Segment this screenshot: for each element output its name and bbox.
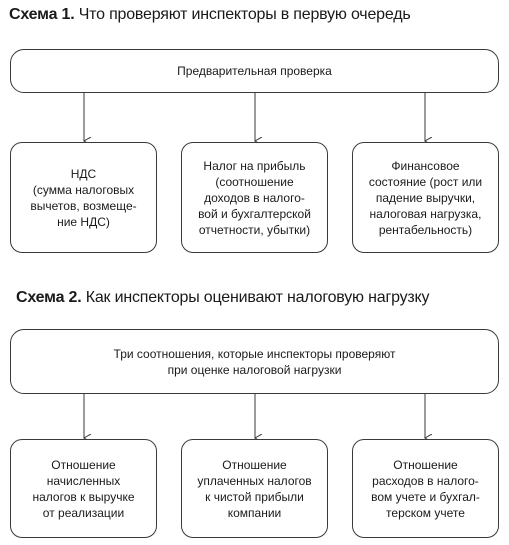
scheme-2-title: Схема 2. Как инспекторы оценивают налого…	[16, 288, 430, 308]
scheme-2-top-box: Три соотношения, которые инспекторы пров…	[10, 329, 499, 394]
scheme-2-title-bold: Схема 2.	[16, 289, 82, 306]
scheme-1-box-vat: НДС (сумма налоговых вычетов, возмеще- н…	[10, 142, 157, 253]
scheme-1-title: Схема 1. Что проверяют инспекторы в перв…	[9, 5, 411, 25]
scheme-2-title-text: Как инспекторы оценивают налоговую нагру…	[81, 289, 430, 306]
scheme-2-box-accrued-taxes: Отношение начисленных налогов к выручке …	[10, 439, 157, 538]
scheme-1-box-financial-state: Финансовое состояние (рост или падение в…	[352, 142, 499, 253]
scheme-2-box-paid-taxes: Отношение уплаченных налогов к чистой пр…	[181, 439, 328, 538]
scheme-1-title-text: Что проверяют инспекторы в первую очеред…	[74, 6, 411, 23]
scheme-1-top-box: Предварительная проверка	[10, 49, 499, 93]
scheme-2-box-expenses: Отношение расходов в налого- вом учете и…	[352, 439, 499, 538]
scheme-1-box-profit-tax: Налог на прибыль (соотношение доходов в …	[181, 142, 328, 253]
scheme-1-title-bold: Схема 1.	[9, 6, 75, 23]
